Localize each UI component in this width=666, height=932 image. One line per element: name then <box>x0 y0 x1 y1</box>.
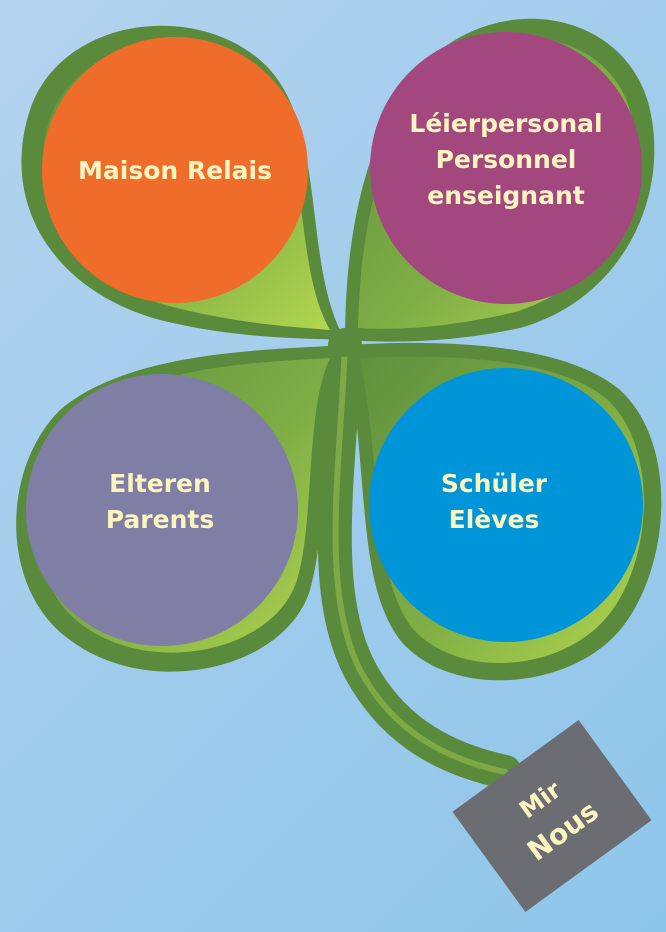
leaf-top-right <box>345 18 655 342</box>
label-line: Elèves <box>448 505 540 534</box>
circle-maison-relais <box>42 37 308 303</box>
label-pupils: Schüler Elèves <box>441 466 547 538</box>
circle-parents <box>26 374 298 646</box>
label-teachers: Léierpersonal Personnel enseignant <box>409 106 602 214</box>
label-line: Elteren <box>109 469 211 498</box>
clover-stem <box>317 328 522 789</box>
label-line: Parents <box>105 505 215 534</box>
tag <box>452 719 652 913</box>
label-maison-relais: Maison Relais <box>78 153 272 189</box>
label-line: Maison Relais <box>78 156 272 185</box>
label-parents: Elteren Parents <box>106 466 214 538</box>
circle-teachers <box>370 32 642 304</box>
label-line: Léierpersonal <box>409 109 603 138</box>
circle-pupils <box>369 368 643 642</box>
leaf-bottom-right <box>345 342 662 681</box>
leaf-top-left <box>21 25 345 341</box>
label-line: Schüler <box>440 469 548 498</box>
leaf-bottom-left <box>16 345 346 672</box>
clover-center <box>331 329 359 357</box>
label-line: enseignant <box>427 181 585 210</box>
label-line: Personnel <box>435 145 577 174</box>
